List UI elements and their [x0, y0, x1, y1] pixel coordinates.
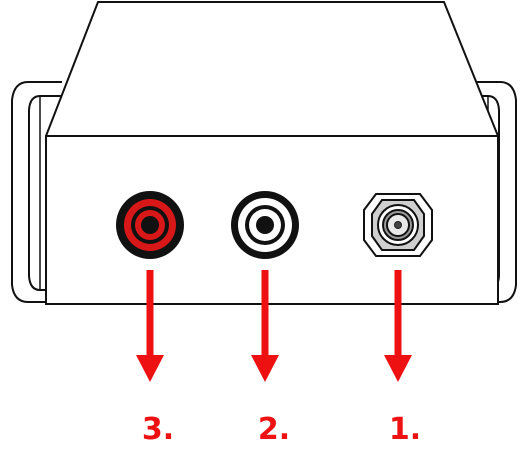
- device-top-panel: [45, 1, 499, 137]
- arrow-2-shaft: [261, 270, 269, 360]
- red-rca-connector: [116, 191, 184, 259]
- coax-f-connector: [363, 193, 433, 257]
- arrow-2-head: [251, 355, 279, 382]
- arrow-3-head: [136, 355, 164, 382]
- white-rca-connector: [231, 191, 299, 259]
- connector-label-1: 1.: [388, 412, 422, 447]
- arrow-1-head: [384, 355, 412, 382]
- connector-label-2: 2.: [257, 412, 291, 447]
- arrow-1-shaft: [394, 270, 402, 360]
- connector-label-3: 3.: [141, 412, 175, 447]
- arrow-3-shaft: [146, 270, 154, 360]
